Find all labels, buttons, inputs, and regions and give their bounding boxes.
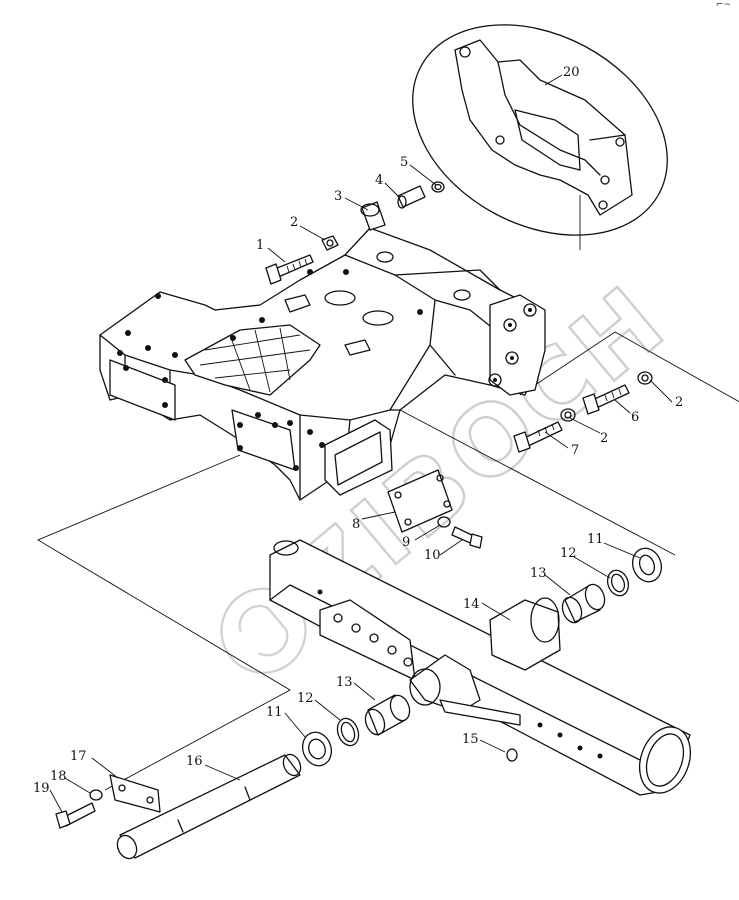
callout-18: 18 <box>50 769 67 784</box>
callout-1: 1 <box>256 238 264 253</box>
callout-11: 11 <box>587 532 604 547</box>
main-frame-housing <box>99 227 546 501</box>
callout-2: 2 <box>675 395 683 410</box>
callout-15: 15 <box>462 732 479 747</box>
callout-14: 14 <box>463 597 480 612</box>
leader-lines <box>49 74 673 813</box>
callout-2: 2 <box>290 215 298 230</box>
callout-19: 19 <box>33 781 50 796</box>
callout-11: 11 <box>266 705 283 720</box>
callout-numbers: 1 2 3 4 5 20 2 6 2 7 8 9 10 11 12 13 14 … <box>33 65 683 796</box>
callout-9: 9 <box>402 535 410 550</box>
callout-17: 17 <box>70 749 87 764</box>
assembly-lines <box>37 195 739 791</box>
callout-20: 20 <box>563 65 580 80</box>
left-bushing-stack <box>301 694 411 767</box>
callout-7: 7 <box>571 443 579 458</box>
right-bolt-set <box>513 371 653 453</box>
callout-4: 4 <box>375 173 383 188</box>
callout-2: 2 <box>600 431 608 446</box>
callout-13: 13 <box>336 675 353 690</box>
pivot-pin-set <box>55 748 518 860</box>
callout-8: 8 <box>352 517 360 532</box>
callout-3: 3 <box>334 189 342 204</box>
callout-13: 13 <box>530 566 547 581</box>
callout-16: 16 <box>186 754 203 769</box>
callout-10: 10 <box>424 548 441 563</box>
callout-6: 6 <box>631 410 639 425</box>
axle-tube-assembly <box>269 539 692 796</box>
detail-bracket-group <box>412 24 668 236</box>
callout-5: 5 <box>400 155 408 170</box>
callout-12: 12 <box>560 546 577 561</box>
corner-mark: ⌐~ <box>715 0 731 10</box>
cover-plate-set <box>387 469 483 549</box>
right-bushing-stack <box>561 547 663 624</box>
callout-12: 12 <box>297 691 314 706</box>
top-bolt-set <box>265 181 445 285</box>
